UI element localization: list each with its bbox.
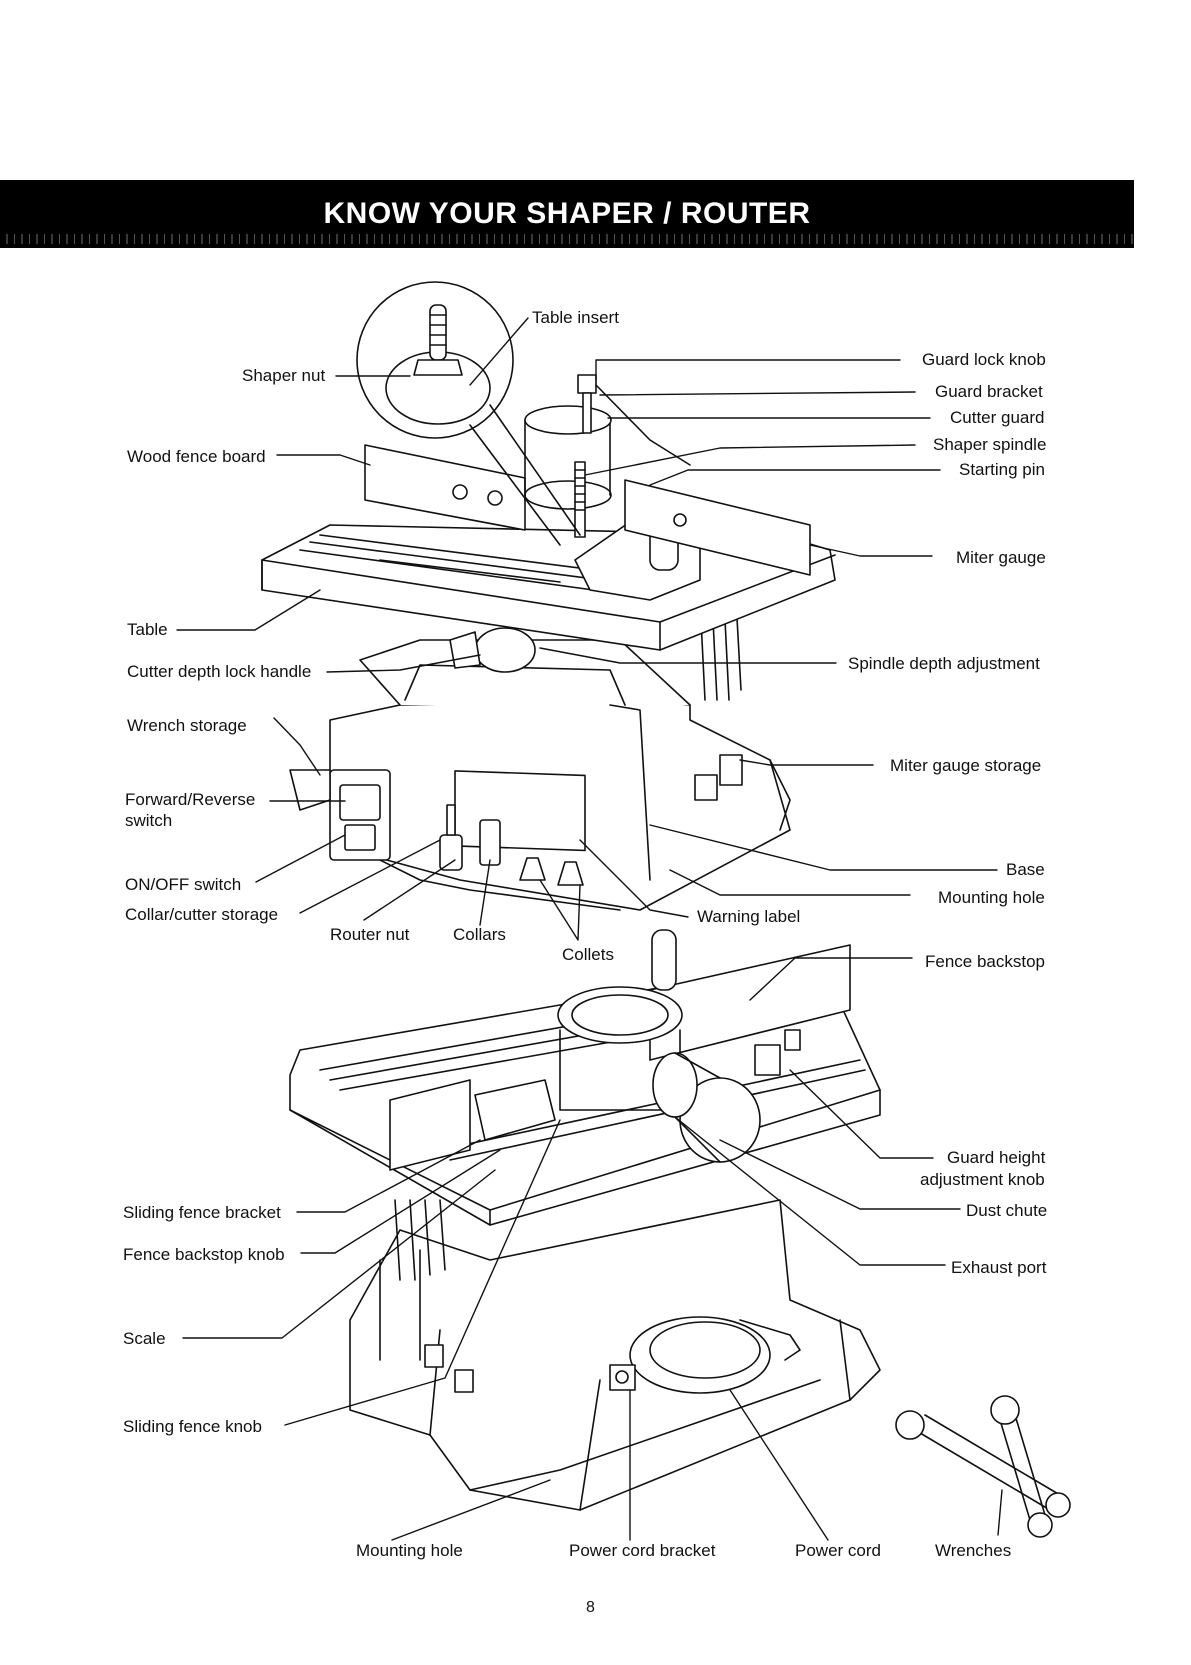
label-fence-backstop: Fence backstop: [925, 952, 1046, 971]
label-table: Table: [127, 620, 168, 639]
label-forward-reverse: Forward/Reverse: [125, 790, 256, 809]
label-guard-height-adjustment-knob: adjustment knob: [920, 1170, 1045, 1189]
page-title: KNOW YOUR SHAPER / ROUTER: [323, 197, 811, 230]
label-collar-cutter-storage: Collar/cutter storage: [125, 905, 279, 924]
label-cutter-depth-lock-handle: Cutter depth lock handle: [127, 662, 312, 681]
label-shaper-spindle: Shaper spindle: [933, 435, 1047, 454]
label-scale: Scale: [123, 1329, 166, 1348]
label-table-insert: Table insert: [532, 308, 619, 327]
label-collars: Collars: [453, 925, 506, 944]
leader-lines: [176, 317, 1003, 1541]
label-sliding-fence-knob: Sliding fence knob: [123, 1417, 262, 1436]
label-cutter-guard: Cutter guard: [950, 408, 1045, 427]
label-fence-backstop-knob: Fence backstop knob: [123, 1245, 285, 1264]
top-machine-illustration: [261, 281, 836, 911]
label-miter-gauge: Miter gauge: [956, 548, 1046, 567]
label-dust-chute: Dust chute: [966, 1201, 1048, 1220]
label-mounting-hole-top: Mounting hole: [938, 888, 1045, 907]
label-base: Base: [1006, 860, 1045, 879]
label-guard-lock-knob: Guard lock knob: [922, 350, 1046, 369]
label-miter-gauge-storage: Miter gauge storage: [890, 756, 1042, 775]
label-guard-height: Guard height: [947, 1148, 1046, 1167]
label-wrench-storage: Wrench storage: [127, 716, 247, 735]
label-collets: Collets: [562, 945, 614, 964]
label-exhaust-port: Exhaust port: [951, 1258, 1047, 1277]
label-power-cord: Power cord: [795, 1541, 881, 1560]
page-number: 8: [586, 1599, 595, 1616]
label-on-off-switch: ON/OFF switch: [125, 875, 242, 894]
label-sliding-fence-bracket: Sliding fence bracket: [123, 1203, 281, 1222]
section-title-banner: KNOW YOUR SHAPER / ROUTER: [0, 180, 1134, 248]
label-wrenches: Wrenches: [935, 1541, 1012, 1560]
label-forward-reverse-switch: switch: [125, 811, 173, 830]
label-mounting-hole-bottom: Mounting hole: [356, 1541, 463, 1560]
label-wood-fence-board: Wood fence board: [127, 447, 266, 466]
wrenches-illustration: [895, 1395, 1071, 1538]
label-guard-bracket: Guard bracket: [935, 382, 1043, 401]
label-starting-pin: Starting pin: [959, 460, 1045, 479]
label-spindle-depth-adjustment: Spindle depth adjustment: [848, 654, 1040, 673]
label-warning-label: Warning label: [697, 907, 801, 926]
label-power-cord-bracket: Power cord bracket: [569, 1541, 716, 1560]
label-router-nut: Router nut: [330, 925, 410, 944]
bottom-machine-illustration: [289, 929, 881, 1511]
label-shaper-nut: Shaper nut: [242, 366, 326, 385]
